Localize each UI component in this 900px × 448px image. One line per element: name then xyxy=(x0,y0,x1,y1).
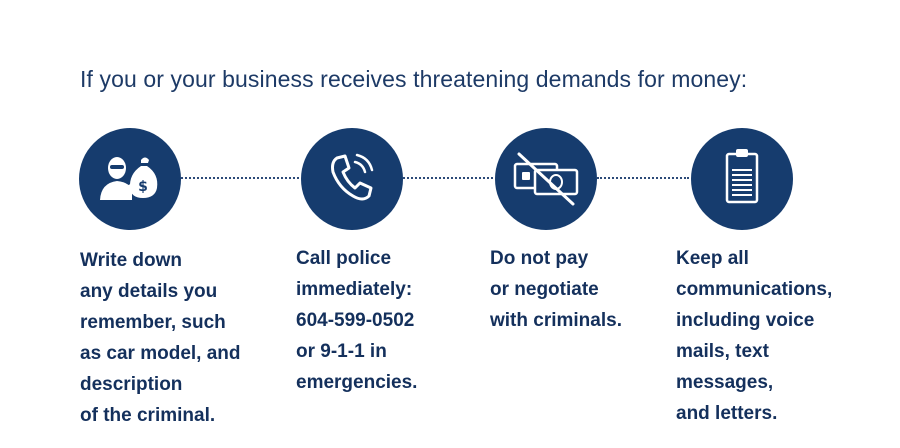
step-3-line: Do not pay xyxy=(490,248,589,269)
step-4-line: communications, xyxy=(676,279,833,300)
step-2-line: emergencies. xyxy=(296,372,418,393)
step-2-line: 604-599-0502 xyxy=(296,310,415,331)
step-1-circle: $ xyxy=(79,128,181,230)
step-2-text: Call police immediately: 604-599-0502 or… xyxy=(296,243,417,398)
step-4-line: Keep all xyxy=(676,248,749,269)
step-3-circle xyxy=(495,128,597,230)
connector-2 xyxy=(403,177,493,179)
clipboard-icon xyxy=(725,149,759,204)
step-1-line: remember, such xyxy=(80,312,226,333)
step-2-line: or 9-1-1 in xyxy=(296,341,387,362)
step-4-circle xyxy=(691,128,793,230)
svg-text:$: $ xyxy=(138,179,148,195)
step-1-text: Write down any details you remember, suc… xyxy=(80,245,241,431)
step-1-line: any details you xyxy=(80,281,218,302)
step-4-line: messages, xyxy=(676,372,774,393)
step-4-line: including voice xyxy=(676,310,815,331)
step-3-text: Do not pay or negotiate with criminals. xyxy=(490,243,622,336)
step-3-line: or negotiate xyxy=(490,279,599,300)
step-1-line: as car model, and xyxy=(80,343,241,364)
step-1-line: Write down xyxy=(80,250,183,271)
no-money-icon xyxy=(513,152,579,206)
step-4-line: and letters. xyxy=(676,403,778,424)
connector-3 xyxy=(597,177,689,179)
page-heading: If you or your business receives threate… xyxy=(80,66,748,92)
step-3-line: with criminals. xyxy=(490,310,622,331)
step-2-line: Call police xyxy=(296,248,392,269)
step-2-line: immediately: xyxy=(296,279,413,300)
step-2-circle xyxy=(301,128,403,230)
step-4-line: mails, text xyxy=(676,341,769,362)
phone-call-icon xyxy=(331,153,374,201)
connector-1 xyxy=(181,177,299,179)
robber-money-bag-icon: $ xyxy=(100,157,158,200)
step-1-line: of the criminal. xyxy=(80,405,216,426)
step-4-text: Keep all communications, including voice… xyxy=(676,243,832,429)
step-1-line: description xyxy=(80,374,183,395)
